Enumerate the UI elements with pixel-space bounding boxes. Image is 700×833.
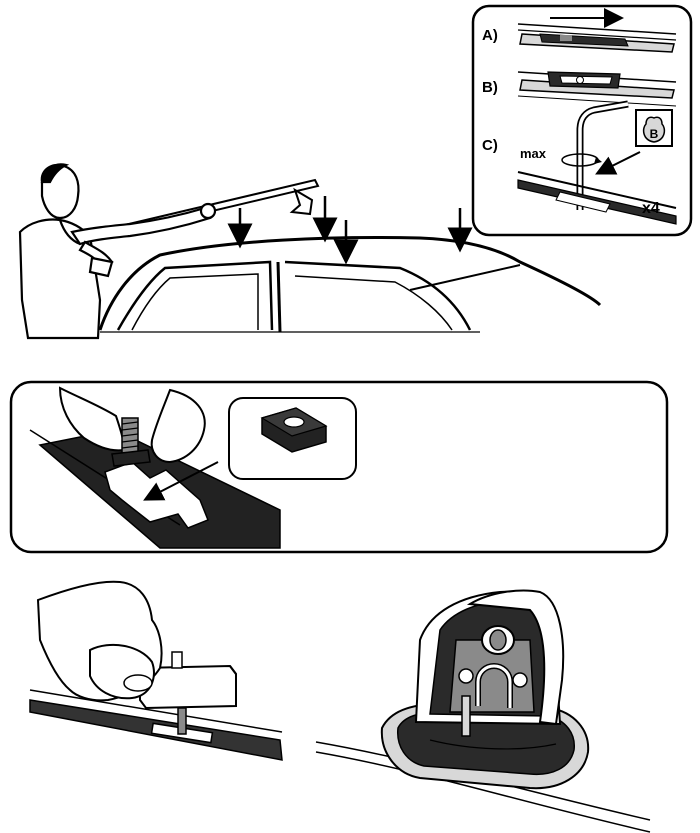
bolt-panel — [9, 380, 669, 554]
bolt — [111, 417, 151, 467]
torque-label: max — [520, 146, 547, 161]
step-b-label: B) — [482, 79, 498, 96]
car-roof-scene — [18, 163, 602, 340]
key-insertion-scene — [29, 580, 283, 761]
step-a-rail — [517, 8, 677, 53]
step-c-label: C) — [482, 137, 498, 154]
car-front-window — [284, 260, 472, 331]
bag-label: B — [650, 127, 659, 141]
placement-arrows — [227, 196, 473, 265]
rubber-pad-icon — [260, 407, 328, 453]
key-tool — [139, 651, 237, 735]
bar-foot — [289, 187, 314, 216]
steps-inset: A) B) C) max — [471, 4, 693, 237]
step-c-tool — [517, 100, 677, 225]
parts-bag-icon: B — [635, 109, 673, 147]
car-rear-window — [116, 260, 274, 331]
foot-cover — [466, 589, 565, 726]
foot-closeup-scene — [315, 589, 651, 833]
man-figure — [18, 163, 217, 340]
car-roofline — [98, 236, 602, 331]
step-b-rail — [517, 71, 677, 107]
quantity-label: x4 — [642, 200, 660, 217]
step-a-label: A) — [482, 27, 498, 44]
